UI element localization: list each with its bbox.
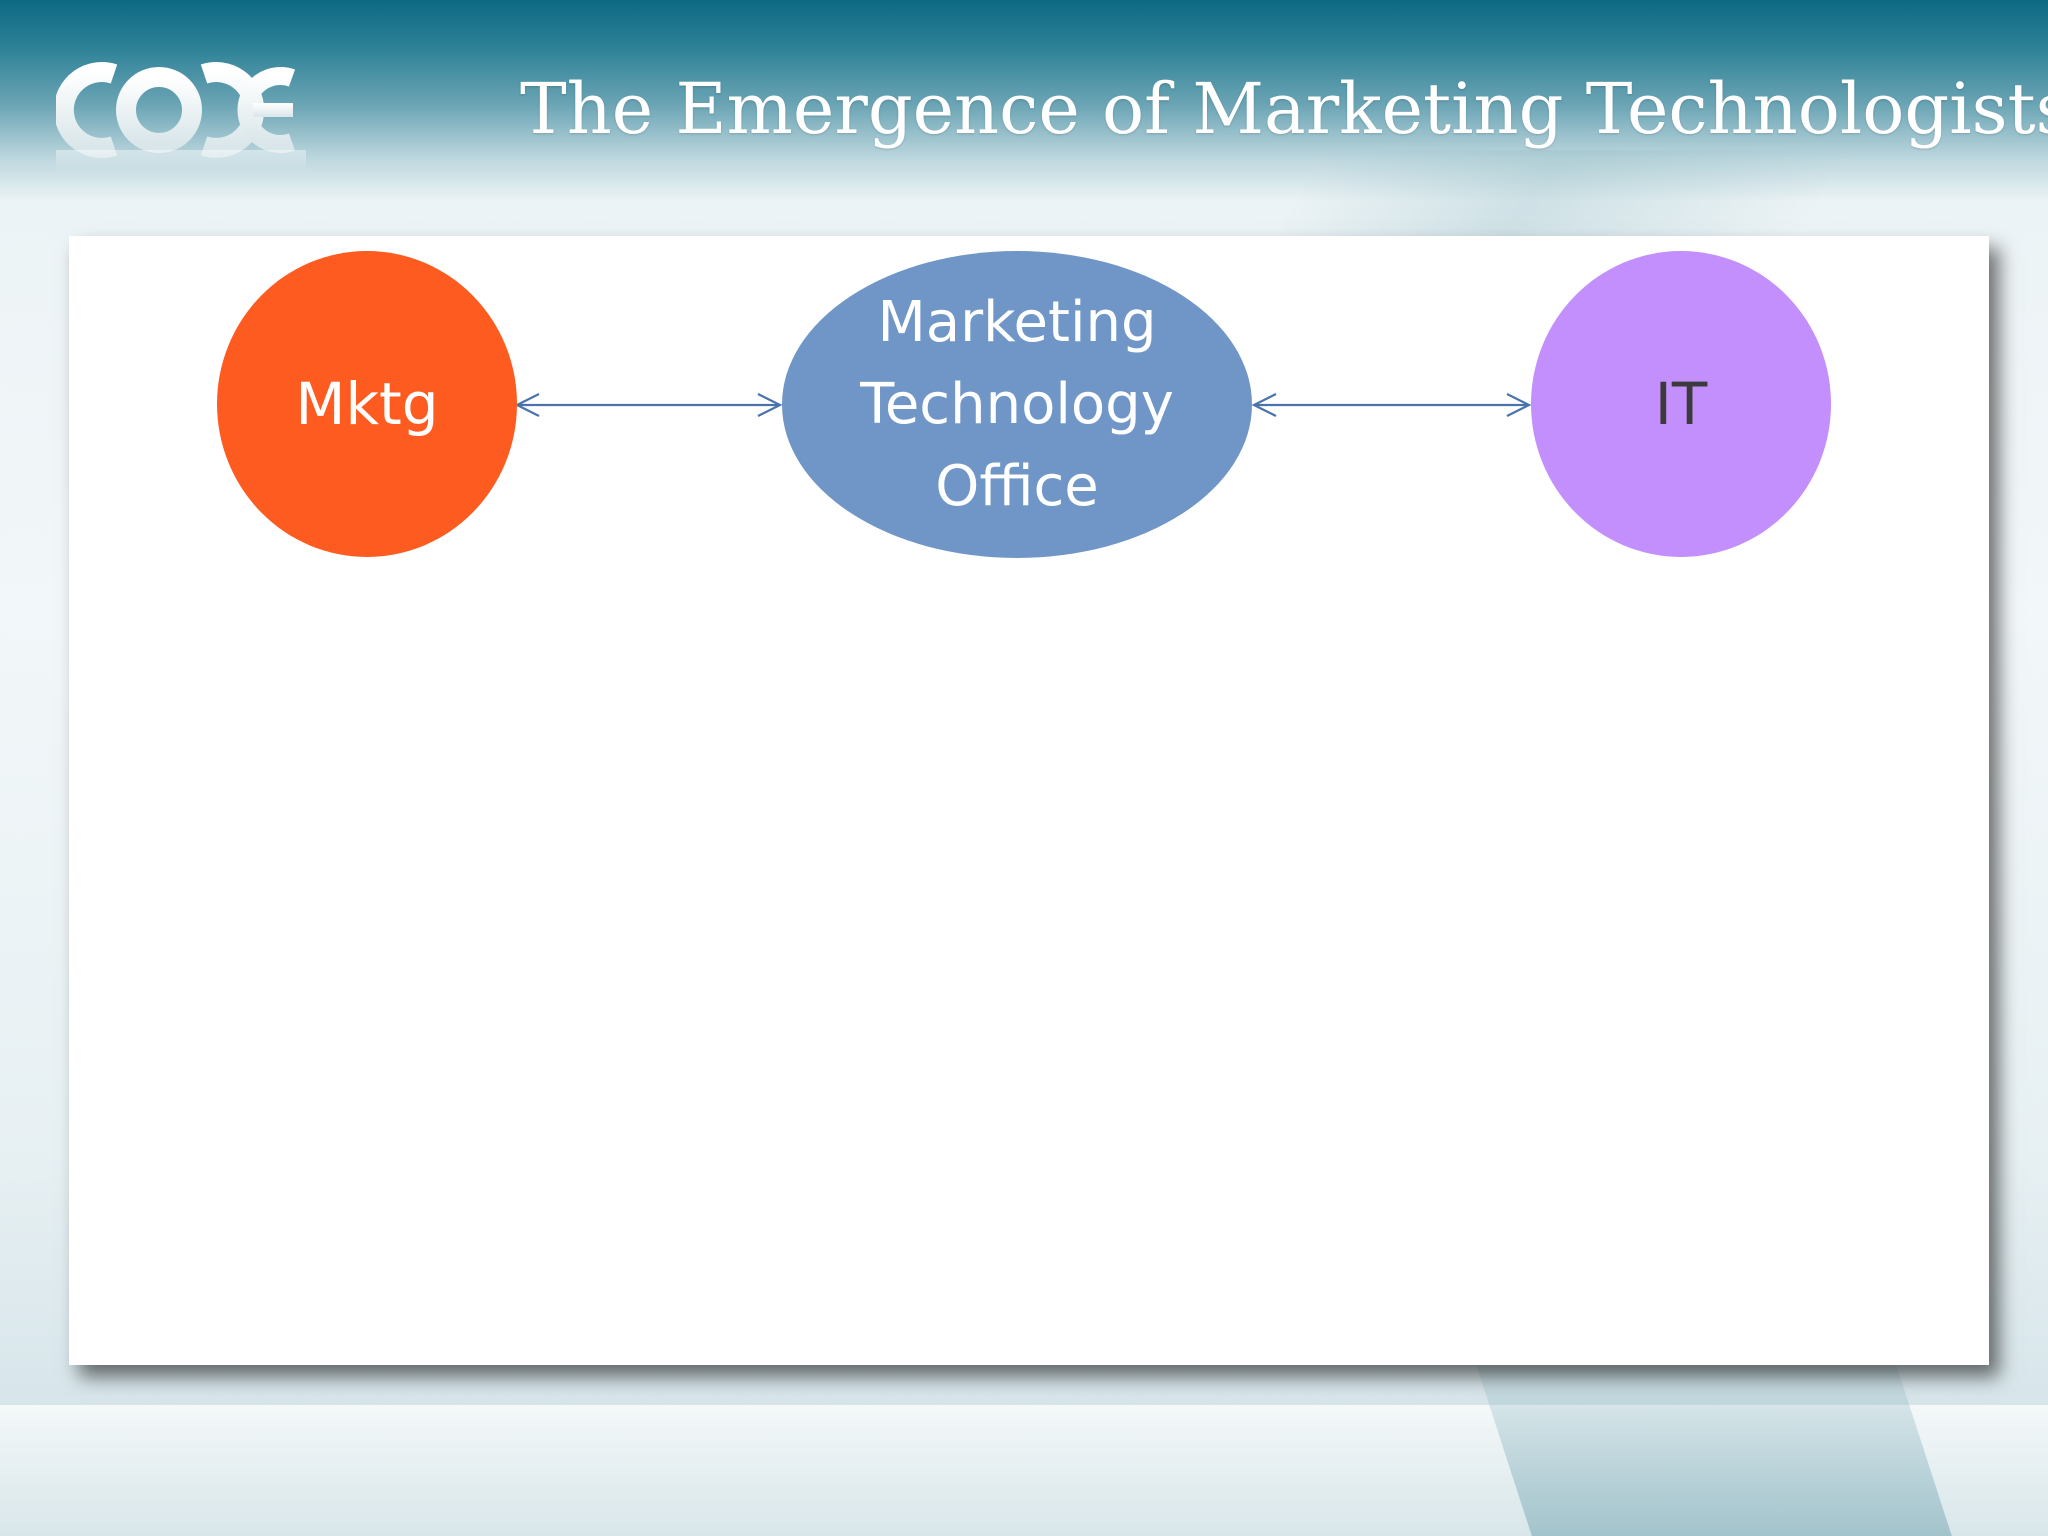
code-logo — [56, 62, 306, 170]
node-mktg-label: Mktg — [295, 370, 439, 438]
footer-swoosh — [1468, 1340, 1952, 1536]
edge-mktg-mto — [514, 393, 783, 417]
edge-mto-it — [1251, 393, 1532, 417]
diagram-canvas: Mktg Marketing Technology Office IT — [69, 236, 1989, 1365]
slide-title: The Emergence of Marketing Technologists — [520, 68, 2048, 150]
node-marketing-technology-office: Marketing Technology Office — [782, 251, 1252, 558]
header-band — [0, 0, 2048, 200]
node-it-label: IT — [1654, 370, 1708, 438]
background-streak — [1274, 150, 1846, 240]
node-it: IT — [1531, 251, 1831, 557]
node-mktg: Mktg — [217, 251, 517, 557]
node-marketing-technology-office-label: Marketing Technology Office — [860, 289, 1174, 519]
